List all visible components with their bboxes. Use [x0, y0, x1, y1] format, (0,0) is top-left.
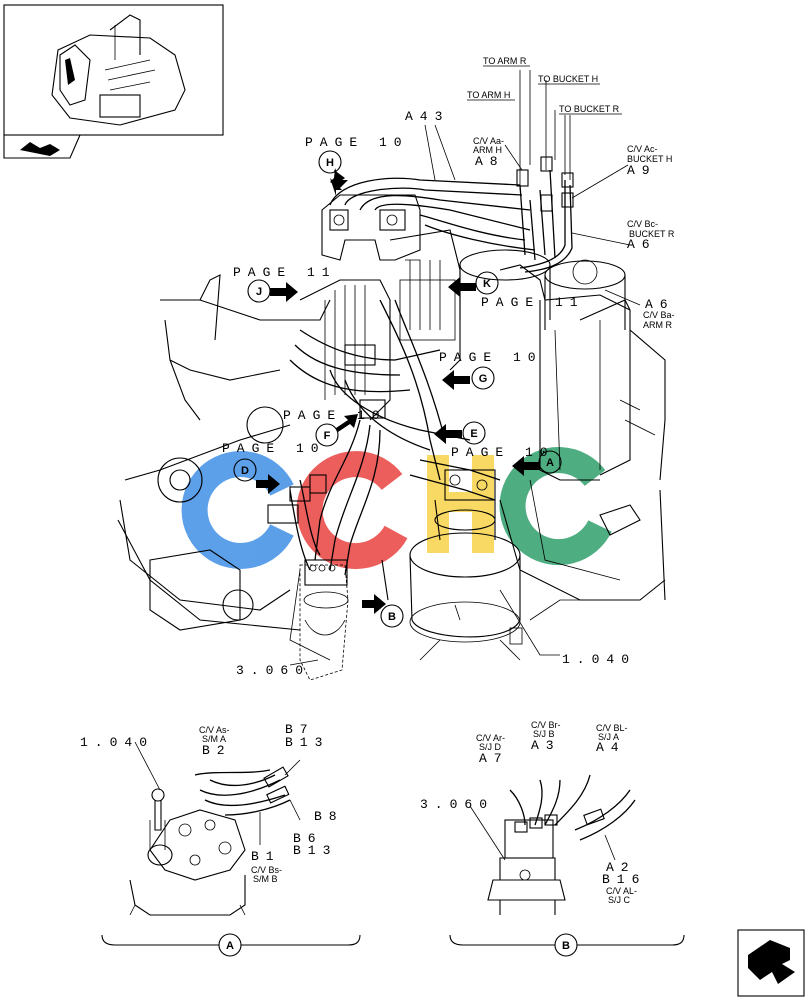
cnh-logo-watermark — [181, 447, 612, 570]
ref-1040[interactable]: 1.040 — [562, 652, 636, 667]
ref-cv-aa-1: C/V Aa- — [473, 136, 504, 146]
hoses — [267, 70, 626, 576]
detail-a-b13b: B13 — [293, 843, 337, 858]
detail-b-a7: A7 — [479, 751, 509, 766]
leader-lines — [289, 124, 641, 666]
callout-arrows — [256, 168, 540, 614]
detail-a-cv-as-2: S/M A — [202, 734, 226, 744]
page-ref-g[interactable]: PAGE 10 — [439, 350, 543, 365]
callout-a-label: A — [546, 457, 554, 469]
callout-h[interactable]: H — [318, 150, 342, 174]
callout-j-label: J — [256, 286, 262, 298]
callout-d-label: D — [241, 465, 249, 477]
ref-cv-aa-2: ARM H — [473, 145, 502, 155]
detail-a-b8: B8 — [314, 809, 344, 824]
detail-a-cv-bs-2: S/M B — [253, 874, 278, 884]
next-page-button[interactable] — [737, 929, 805, 997]
detail-a-b6: B6 — [293, 831, 323, 846]
detail-b-cv-ar-2: S/J D — [479, 742, 502, 752]
machine-frame — [117, 264, 666, 661]
detail-b-cv-bl-1: C/V BL- — [596, 723, 628, 733]
ref-cv-ac-1: C/V Ac- — [627, 144, 658, 154]
ref-cv-ba-1: C/V Ba- — [643, 310, 675, 320]
detail-b-a4: A4 — [596, 740, 626, 755]
detail-b-cv-al-2: S/J C — [608, 895, 631, 905]
detail-b: 3.060 C/V Ar- S/J D A7 C/V Br- S/J B A3 … — [420, 720, 685, 946]
detail-b-ref-3060[interactable]: 3.060 — [420, 797, 494, 812]
detail-a-cv-as-1: C/V As- — [199, 725, 230, 735]
detail-b-b16: B16 — [602, 872, 646, 887]
detail-a: 1.040 C/V As- S/M A B2 B7 B13 B8 B6 B13 … — [80, 722, 361, 946]
ref-a6-top: A6 — [627, 237, 657, 252]
callout-f[interactable]: F — [315, 423, 339, 447]
label-to-arm-h: TO ARM H — [467, 90, 510, 100]
detail-b-cv-al-1: C/V AL- — [606, 886, 637, 896]
detail-b-label: B — [562, 940, 570, 952]
callout-e[interactable]: E — [462, 421, 486, 445]
page-ref-d[interactable]: PAGE 10 — [222, 441, 326, 456]
page-ref-f[interactable]: PAGE 10 — [283, 408, 387, 423]
detail-b-a2: A2 — [606, 860, 636, 875]
callout-b[interactable]: B — [380, 604, 404, 628]
detail-a-callout[interactable]: A — [218, 933, 242, 957]
thumbnail-inset — [3, 4, 224, 159]
page-ref-k[interactable]: PAGE 11 — [481, 295, 585, 310]
detail-a-b1: B1 — [251, 849, 281, 864]
detail-b-cv-ar-1: C/V Ar- — [476, 733, 505, 743]
ref-a8: A8 — [475, 154, 505, 169]
callout-g[interactable]: G — [471, 366, 495, 390]
detail-b-cv-bl-2: S/J A — [598, 732, 619, 742]
label-to-bucket-r: TO BUCKET R — [559, 104, 620, 114]
detail-a-b7: B7 — [285, 722, 315, 737]
ref-cv-bc-1: C/V Bc- — [627, 219, 658, 229]
detail-b-cv-br-1: C/V Br- — [531, 720, 561, 730]
detail-a-ref-1040[interactable]: 1.040 — [80, 735, 154, 750]
ref-cv-bc-2: BUCKET R — [629, 229, 675, 239]
ref-3060[interactable]: 3.060 — [236, 663, 310, 678]
detail-a-b13a: B13 — [285, 735, 329, 750]
detail-b-a3: A3 — [531, 738, 561, 753]
page-ref-e[interactable]: PAGE 10 — [451, 445, 555, 460]
detail-a-b2: B2 — [202, 743, 232, 758]
callout-j[interactable]: J — [247, 279, 271, 303]
detail-b-cv-br-2: S/J B — [533, 729, 555, 739]
page-ref-j[interactable]: PAGE 11 — [233, 265, 337, 280]
ref-cv-ba-2: ARM R — [643, 320, 673, 330]
callout-f-label: F — [324, 430, 331, 442]
callout-e-label: E — [470, 428, 477, 440]
next-page-icon — [748, 940, 795, 984]
callout-d[interactable]: D — [233, 458, 257, 482]
ref-a6-bot: A6 — [645, 297, 675, 312]
detail-a-cv-bs-1: C/V Bs- — [251, 865, 282, 875]
detail-b-callout[interactable]: B — [554, 933, 578, 957]
callout-k-label: K — [483, 278, 491, 290]
ref-cv-ac-2: BUCKET H — [627, 154, 672, 164]
callout-k[interactable]: K — [475, 271, 499, 295]
control-valve — [299, 194, 461, 421]
label-to-bucket-h: TO BUCKET H — [538, 74, 598, 84]
swivel-joint — [299, 559, 389, 681]
detail-a-label: A — [226, 940, 234, 952]
callout-g-label: G — [479, 373, 488, 385]
page-ref-top[interactable]: PAGE 10 — [305, 135, 409, 150]
page-arrow-icon — [20, 142, 60, 156]
callout-h-label: H — [326, 157, 334, 169]
ref-a9: A9 — [627, 163, 657, 178]
callout-b-label: B — [388, 611, 396, 623]
label-to-arm-r: TO ARM R — [483, 56, 527, 66]
ref-a43: A43 — [405, 109, 449, 124]
callout-a[interactable]: A — [538, 450, 562, 474]
